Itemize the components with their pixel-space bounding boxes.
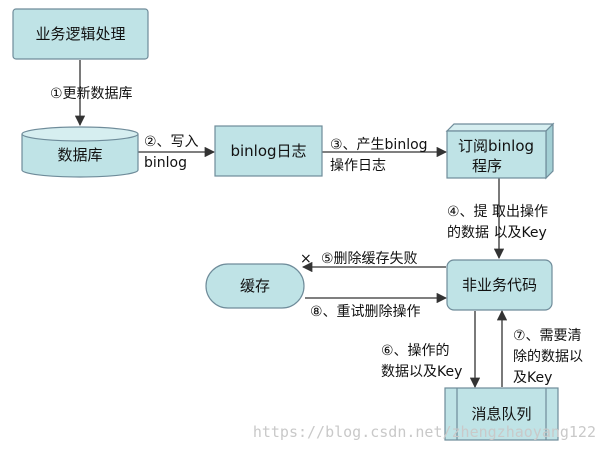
node-non-business-code: 非业务代码 xyxy=(446,259,553,311)
node-non-business-code-label: 非业务代码 xyxy=(462,276,537,294)
node-binlog-log-label: binlog日志 xyxy=(230,142,306,160)
node-binlog-log: binlog日志 xyxy=(214,125,323,177)
edge-label-send-to-queue-2: 数据以及Key xyxy=(381,364,462,380)
edge-label-produce-binlog-1: ③、产生binlog xyxy=(330,137,428,153)
edge-retry-delete: ⑧、重试删除操作 xyxy=(305,292,448,320)
node-binlog-subscriber: 订阅binlog 程序 xyxy=(445,122,555,180)
edge-label-consume-queue-3: 及Key xyxy=(513,370,552,386)
node-business-logic: 业务逻辑处理 xyxy=(12,8,149,60)
node-binlog-subscriber-label-1: 订阅binlog xyxy=(458,137,534,155)
edge-extract-data: ④、提 取出操作 的数据 以及Key xyxy=(447,176,548,260)
node-cache-label: 缓存 xyxy=(240,277,270,295)
edge-label-delete-cache-failed: ⑤删除缓存失败 xyxy=(321,251,418,267)
edge-label-update-db: ①更新数据库 xyxy=(50,86,133,102)
edge-send-to-queue: ⑥、操作的 数据以及Key xyxy=(381,311,481,389)
node-business-logic-label: 业务逻辑处理 xyxy=(35,25,125,43)
node-message-queue-label: 消息队列 xyxy=(471,405,531,423)
edge-label-extract-data-2: 的数据 以及Key xyxy=(447,225,547,241)
node-database-label: 数据库 xyxy=(57,146,102,164)
edge-label-extract-data-1: ④、提 取出操作 xyxy=(447,204,548,220)
edge-write-binlog: ②、写入 binlog xyxy=(138,134,216,171)
edge-consume-queue: ⑦、需要清 除的数据以 及Key xyxy=(496,309,583,387)
edge-label-consume-queue-1: ⑦、需要清 xyxy=(513,328,582,344)
edge-label-send-to-queue-1: ⑥、操作的 xyxy=(381,343,450,359)
edge-label-write-binlog-2: binlog xyxy=(144,155,187,171)
node-database: 数据库 xyxy=(21,126,139,178)
edge-label-produce-binlog-2: 操作日志 xyxy=(330,158,386,174)
node-message-queue: 消息队列 xyxy=(444,387,559,441)
edge-produce-binlog: ③、产生binlog 操作日志 xyxy=(322,137,448,174)
node-cache: 缓存 xyxy=(205,263,305,309)
edge-label-consume-queue-2: 除的数据以 xyxy=(513,349,583,365)
node-binlog-subscriber-label-2: 程序 xyxy=(472,157,502,175)
edge-label-retry-delete: ⑧、重试删除操作 xyxy=(310,304,421,320)
watermark: https://blog.csdn.net/zhengzhaoyang122 xyxy=(253,423,596,441)
edge-delete-cache-failed: × ⑤删除缓存失败 xyxy=(300,251,446,273)
fail-cross-icon: × xyxy=(300,251,312,267)
edge-label-write-binlog-1: ②、写入 xyxy=(144,134,199,150)
edge-update-db: ①更新数据库 xyxy=(50,60,133,127)
